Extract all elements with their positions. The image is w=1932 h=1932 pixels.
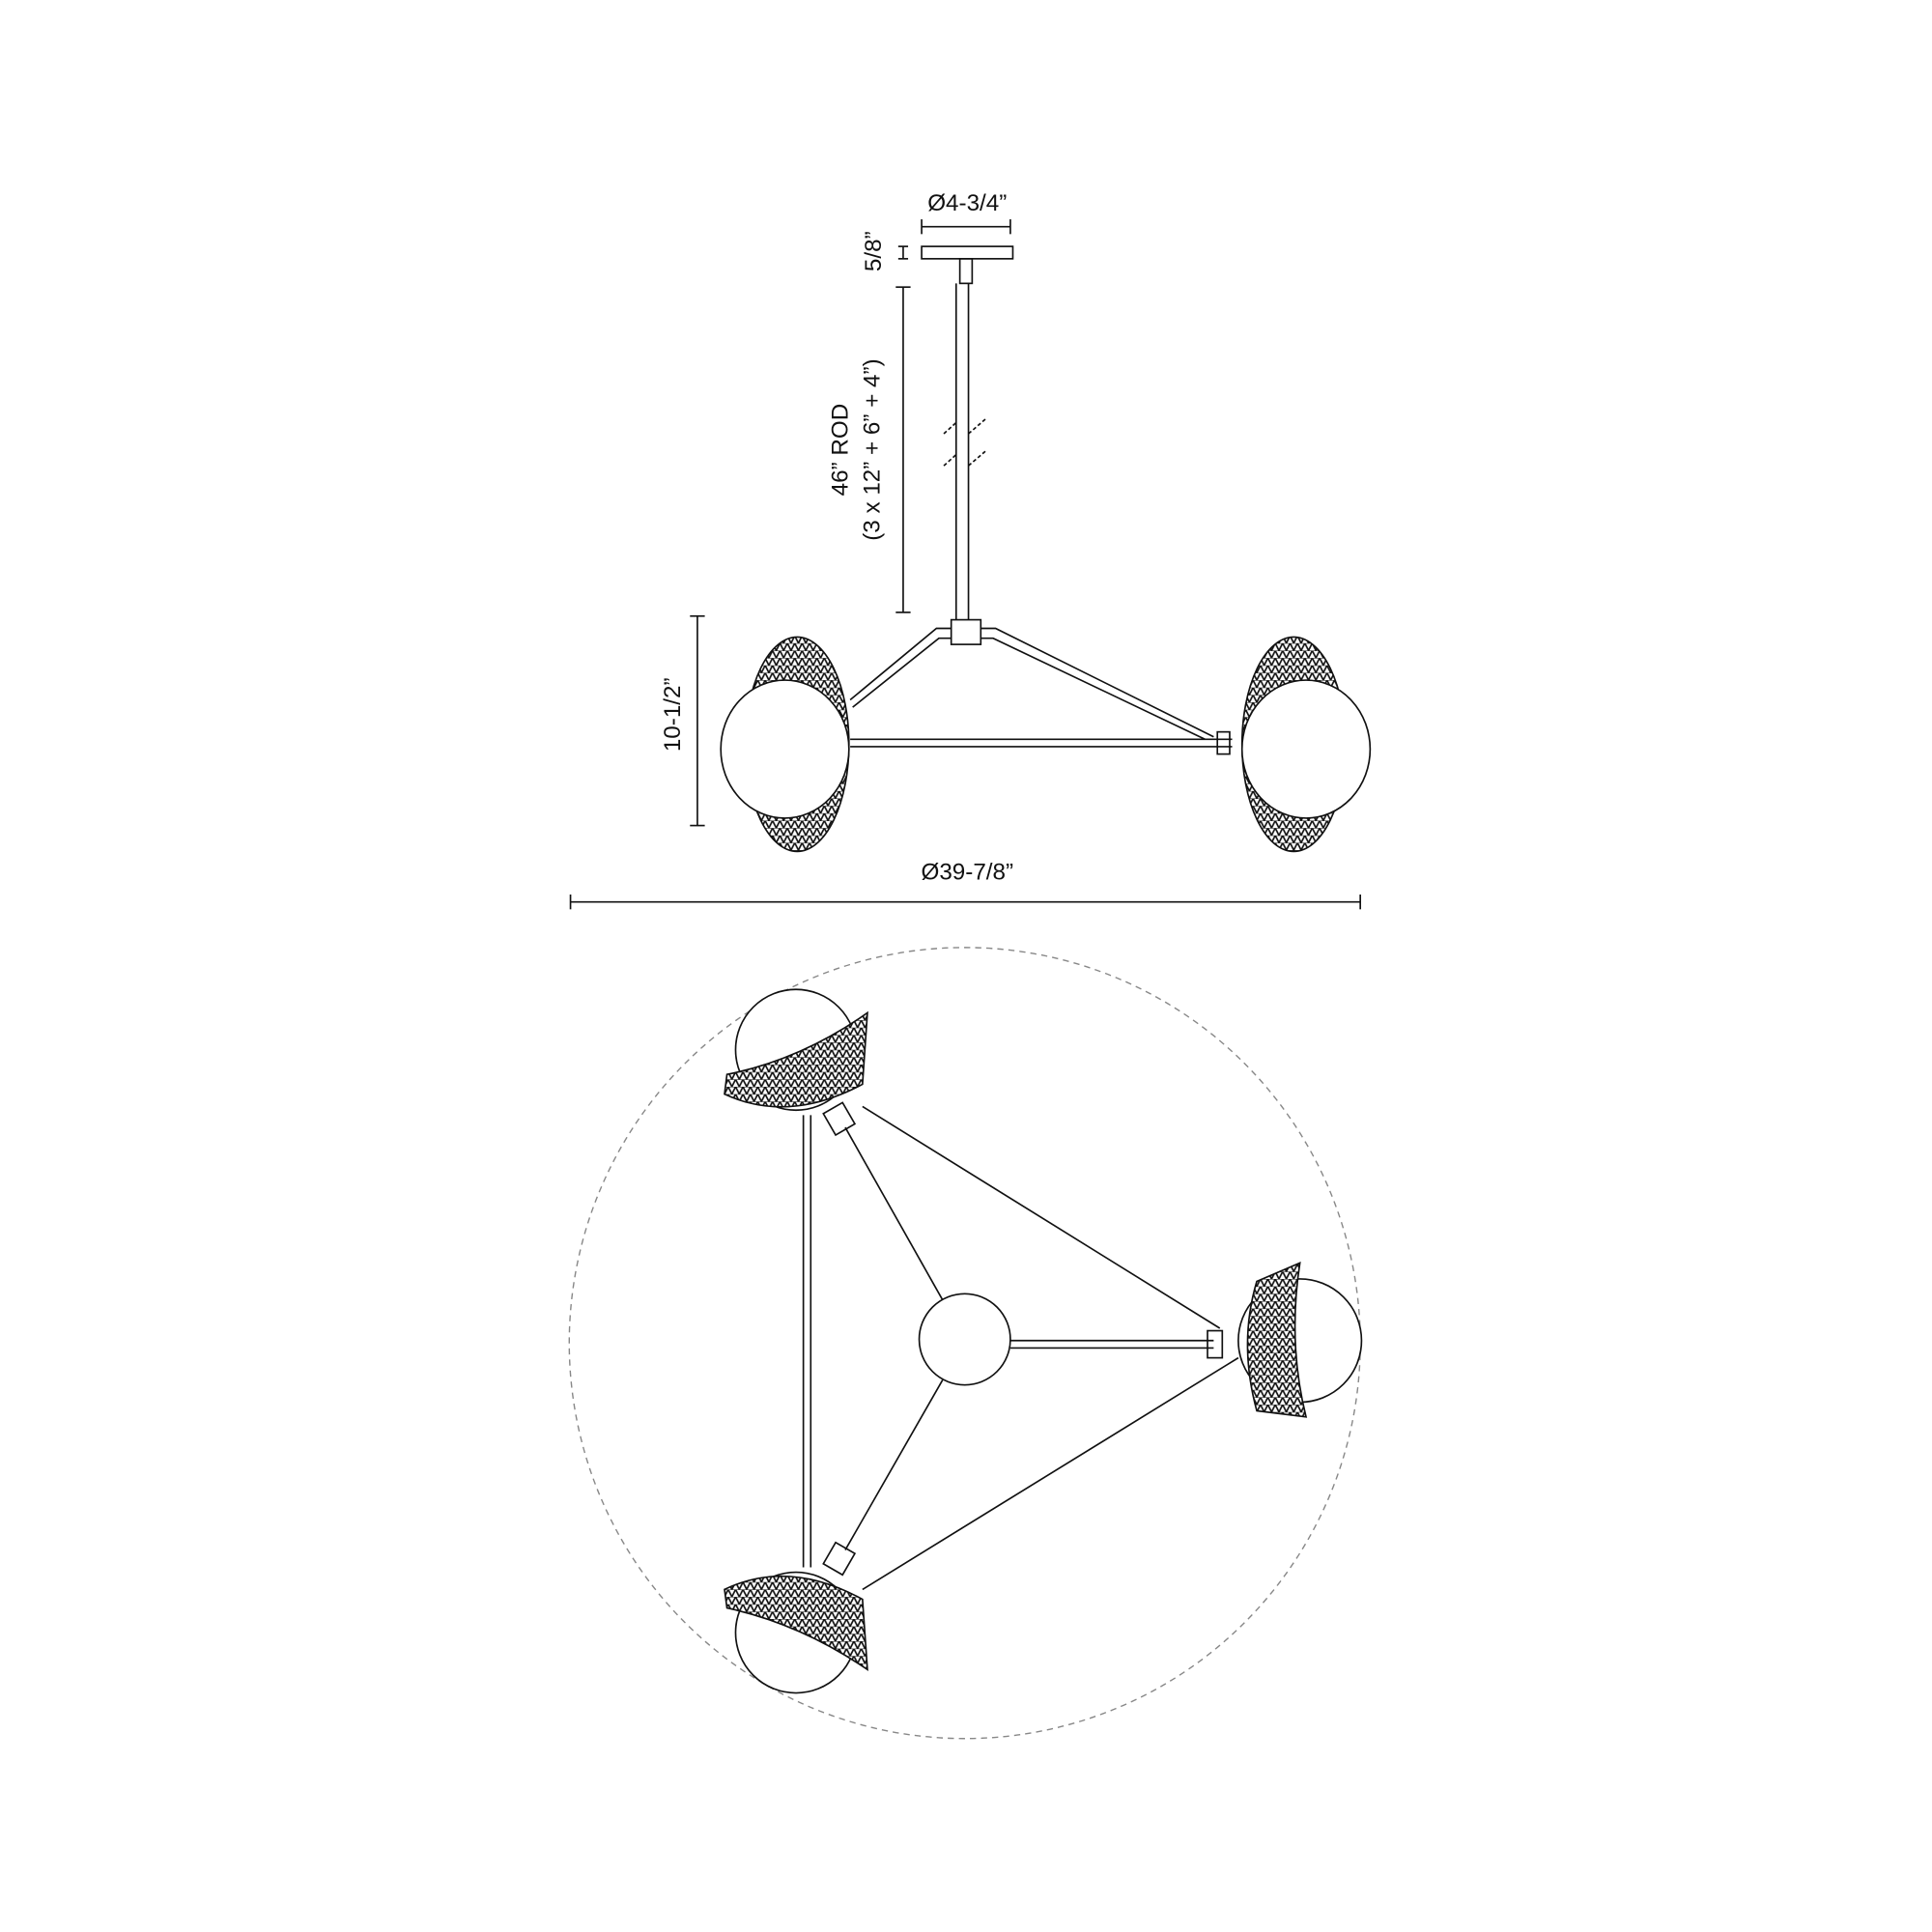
side-globe-left: [720, 636, 850, 853]
canopy-height-dimension-line: [897, 245, 909, 260]
plan-frame: [802, 1101, 1239, 1591]
canopy-fitting: [958, 258, 974, 285]
rod-length-label: 46” ROD: [828, 404, 854, 497]
rod-breakdown-label: (3 x 12” + 6” + 4”): [860, 358, 886, 540]
canopy-diameter-dimension-line: [921, 219, 1011, 235]
height-dimension-line: [690, 614, 705, 827]
canopy-height-label: 5/8”: [861, 231, 887, 271]
plan-hub: [918, 1293, 1011, 1386]
rod: [943, 283, 986, 620]
side-globe-right: [1240, 636, 1372, 853]
canopy-diameter-label: Ø4-3/4”: [927, 190, 1007, 216]
fixture-diameter-label: Ø39-7/8”: [921, 860, 1013, 886]
diameter-dimension-line: [569, 895, 1361, 910]
fixture-height-label: 10-1/2”: [660, 677, 686, 752]
plan-globe-top: [724, 988, 868, 1112]
canopy: [921, 245, 1014, 260]
rod-dimension-line: [895, 286, 911, 613]
plan-globe-right: [1237, 1262, 1363, 1418]
side-arms: [849, 627, 1233, 755]
plan-globe-bottom: [724, 1571, 868, 1694]
hub: [950, 618, 982, 645]
